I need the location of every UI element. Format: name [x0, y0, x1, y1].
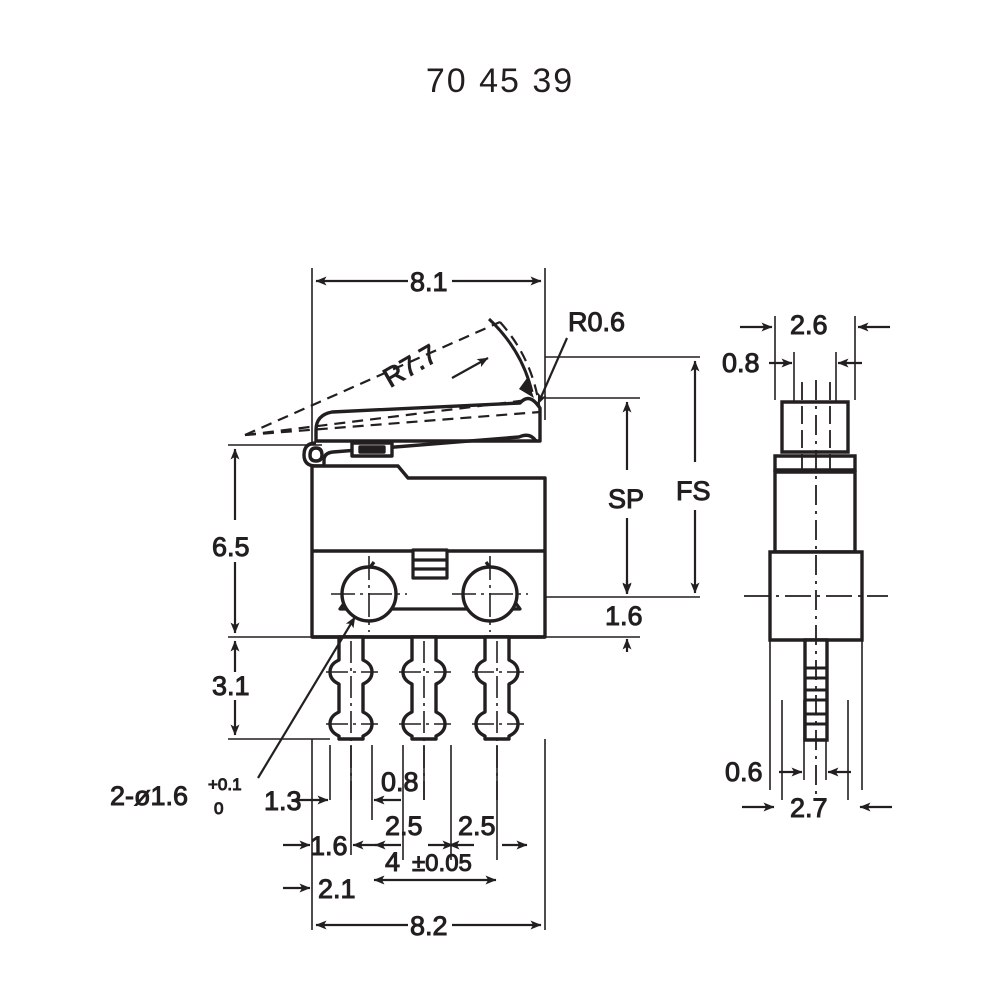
dim-sp: SP	[608, 484, 644, 514]
dim-hole-callout: 2-ø1.6	[110, 781, 188, 811]
dim-body-thickness: 2.6	[790, 310, 828, 340]
dim-tip-radius: R0.6	[568, 307, 625, 337]
dim-base-thickness: 2.7	[790, 793, 828, 823]
dim-pitch-1: 2.5	[385, 811, 423, 841]
dim-hole-to-base: 1.6	[605, 601, 643, 631]
dim-lever-radius: R7.7	[378, 339, 442, 394]
front-view-extension-lines	[228, 268, 700, 740]
dim-terminal-thickness: 0.6	[725, 757, 763, 787]
side-view-guides	[769, 640, 863, 790]
r77-inner-arrow	[451, 357, 489, 379]
dim-edge-to-hole: 1.3	[264, 786, 302, 816]
dim-body-height: 6.5	[212, 532, 250, 562]
dim-terminal-offset-2: 2.1	[318, 874, 356, 904]
hole-callout-leader	[257, 616, 356, 779]
r77-arc-arrow	[487, 317, 534, 398]
dim-terminal-height: 3.1	[212, 671, 250, 701]
dim-front-top-width: 8.1	[410, 267, 448, 297]
dim-fs: FS	[676, 476, 711, 506]
mounting-hole-centerlines	[331, 556, 528, 632]
dim-terminal-width: 0.8	[381, 767, 419, 797]
bottom-extension-lines	[311, 739, 546, 930]
dim-hole-tol-lower: 0	[214, 799, 223, 818]
dim-front-bottom-width: 8.2	[410, 911, 448, 941]
dim-terminal-offset-1: 1.6	[310, 831, 348, 861]
page-title: 70 45 39	[425, 62, 575, 100]
dim-hole-tol-upper: +0.1	[208, 775, 242, 794]
dim-pitch-total: 4	[385, 847, 400, 877]
side-view-centerlines	[744, 380, 888, 800]
dim-plunger-offset: 0.8	[722, 348, 760, 378]
dim-pitch-2: 2.5	[458, 811, 496, 841]
dim-pitch-total-tol: ±0.05	[412, 850, 472, 877]
lever-radius-construction	[244, 320, 542, 437]
r06-leader	[536, 337, 569, 405]
